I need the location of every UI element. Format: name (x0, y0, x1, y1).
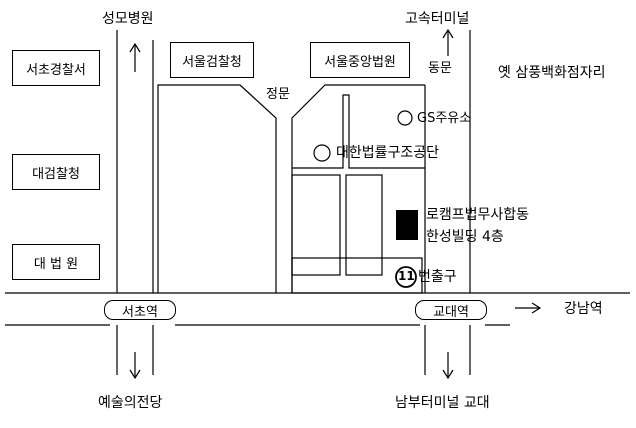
prosecution-office: 서울검찰청 (170, 42, 254, 78)
label-legal-aid: 대한법률구조공단 (336, 145, 440, 161)
label-gs-station: GS주유소 (417, 111, 472, 126)
label-office-line2: 한성빌딩 4층 (426, 229, 504, 245)
label-arts-center: 예술의전당 (98, 395, 163, 411)
supreme-court: 대 법 원 (12, 244, 100, 280)
office-building-marker (396, 210, 418, 240)
exit-number: 11 (398, 269, 415, 283)
prosecution-compound (157, 84, 277, 293)
label-exit: 번출구 (418, 269, 457, 285)
label-old-sampoong: 옛 삼풍백화점자리 (498, 65, 606, 81)
building-block (345, 174, 383, 276)
gas-station-marker (397, 110, 413, 126)
building-block (291, 174, 341, 276)
police-station: 서초경찰서 (12, 50, 100, 86)
gyodae-station: 교대역 (415, 300, 487, 320)
label-seongmo-hospital: 성모병원 (102, 11, 154, 27)
supreme-prosecution: 대검찰청 (12, 154, 100, 190)
label-gangnam: 강남역 (564, 301, 603, 317)
label-south-terminal: 남부터미널 교대 (395, 395, 490, 411)
legal-aid-marker (313, 144, 331, 162)
building-block (291, 257, 423, 294)
exit-marker (395, 266, 417, 288)
court-path (292, 94, 425, 169)
label-express-terminal: 고속터미널 (405, 11, 470, 27)
label-main-gate: 정문 (266, 87, 290, 102)
court-compound (291, 84, 425, 293)
label-office-line1: 로캠프법무사합동 (426, 207, 530, 223)
central-court: 서울중앙법원 (310, 42, 410, 78)
label-east-gate: 동문 (428, 61, 452, 76)
seocho-station: 서초역 (104, 300, 176, 320)
